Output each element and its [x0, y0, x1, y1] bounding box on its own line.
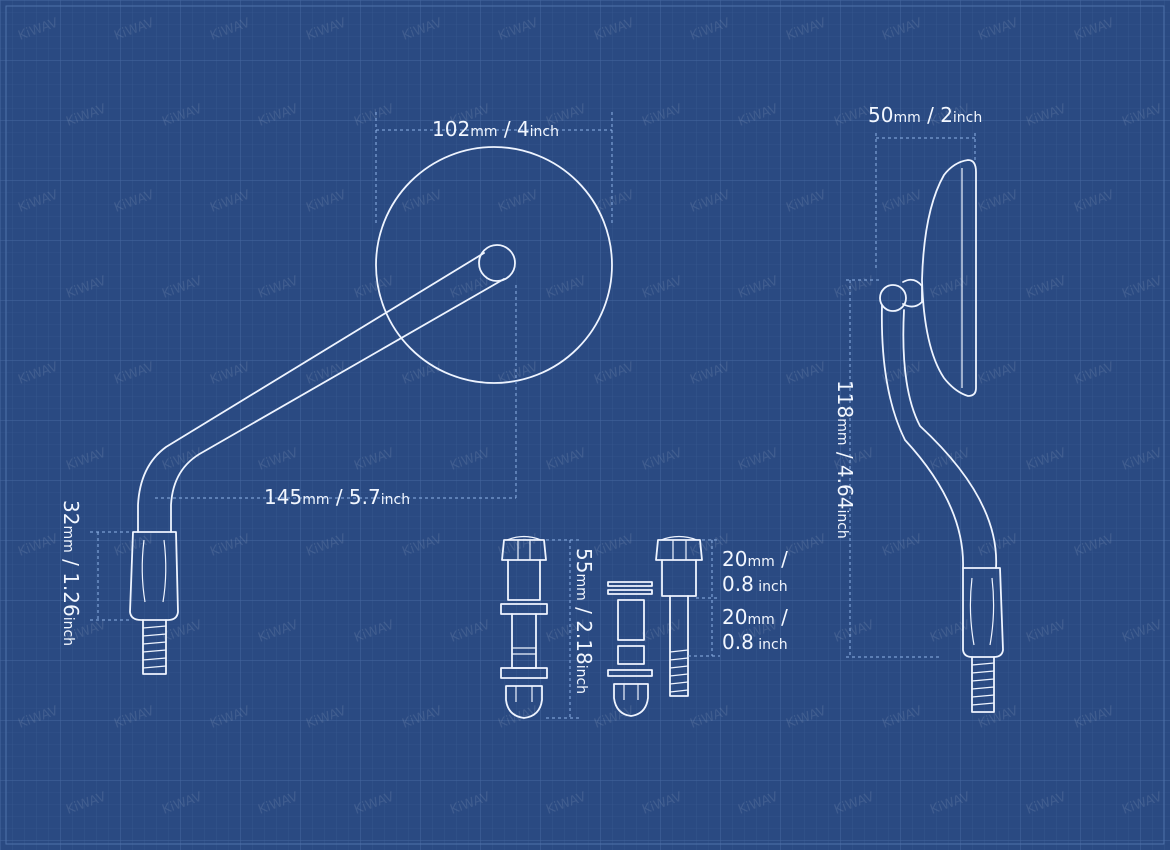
spacer-sleeve-upper	[617, 599, 645, 641]
adapter-thread-lines	[669, 649, 689, 693]
adapter-bolt: 20mm / 0.8 inch 20mm / 0.8 inch	[655, 535, 788, 697]
mirror-thread-stud	[142, 619, 167, 675]
label-adapter-lower-inch: 0.8 inch	[722, 630, 788, 654]
bolt-acorn-nut-hex	[515, 686, 533, 702]
mirror-thread-lines	[142, 625, 167, 669]
label-adapter-upper-mm: 20mm /	[722, 547, 788, 571]
label-adapter-lower-mm: 20mm /	[722, 605, 788, 629]
spacer-acorn-nut	[613, 683, 649, 717]
bolt-acorn-nut	[505, 685, 543, 719]
bolt-washer-bottom	[500, 667, 548, 679]
side-view: 50mm / 2inch 118mm / 4.64inch	[833, 103, 1004, 713]
bolt-shank	[507, 559, 541, 601]
frame-border	[5, 5, 1165, 845]
bolt-washer-top	[500, 603, 548, 615]
mirror-base-mount	[129, 531, 179, 621]
label-side-height: 118mm / 4.64inch	[833, 380, 857, 539]
side-thread-stud	[971, 656, 995, 713]
mirror-head-circle	[375, 146, 613, 384]
label-side-depth: 50mm / 2inch	[868, 103, 982, 127]
spacer-sleeve-lower	[617, 645, 645, 665]
mirror-pivot-ball	[478, 244, 516, 282]
adapter-hex-crown	[660, 535, 698, 560]
spacer-stack	[607, 581, 653, 717]
front-view: 102mm / 4inch 145mm / 5.7inch 32mm / 1.2…	[59, 112, 613, 675]
side-base-facet	[969, 577, 995, 646]
label-bolt-length: 55mm / 2.18inch	[572, 548, 596, 694]
spacer-acorn-nut-hex	[623, 684, 639, 700]
label-adapter-upper-inch: 0.8 inch	[722, 572, 788, 596]
spacer-washer-2	[607, 589, 653, 595]
mounting-bolt: 55mm / 2.18inch	[500, 535, 596, 719]
side-arm	[880, 304, 998, 569]
spacer-washer-3	[607, 669, 653, 677]
adapter-sleeve	[661, 559, 697, 597]
side-thread-lines	[971, 662, 995, 706]
mirror-arm	[137, 252, 505, 533]
side-pivot-joint	[902, 278, 923, 308]
spacer-washer-1	[607, 581, 653, 587]
label-mirror-diameter: 102mm / 4inch	[432, 117, 559, 141]
side-mirror-housing	[921, 159, 977, 397]
side-pivot-ball	[879, 284, 907, 312]
label-base-height: 32mm / 1.26inch	[59, 500, 83, 646]
label-arm-reach: 145mm / 5.7inch	[264, 485, 410, 509]
bolt-rod-collar	[512, 647, 536, 655]
adapter-stud	[669, 595, 689, 697]
bolt-hex-crown	[506, 535, 542, 560]
bolt-hex-head	[501, 539, 547, 561]
mirror-base-facet	[141, 539, 167, 603]
